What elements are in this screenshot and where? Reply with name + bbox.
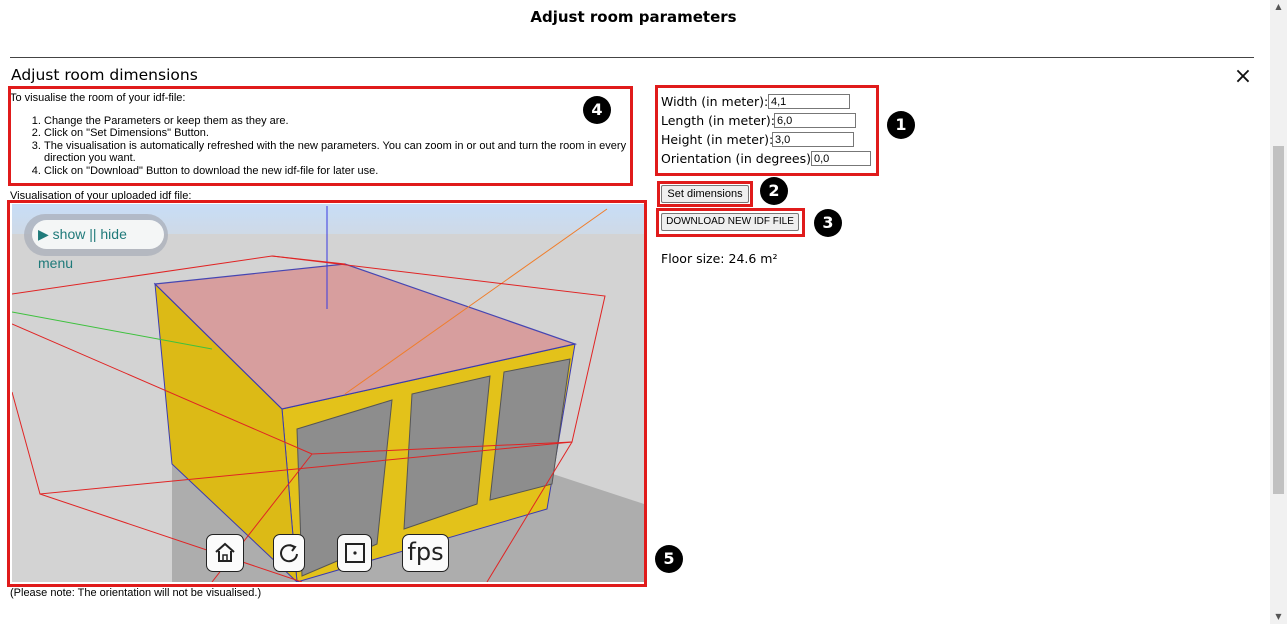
- scroll-up-icon[interactable]: ▲: [1275, 2, 1282, 11]
- set-dimensions-button[interactable]: Set dimensions: [661, 185, 749, 203]
- room-3d-viewer[interactable]: ▶ show || hide menu fps: [12, 204, 644, 582]
- length-label: Length (in meter):: [661, 113, 776, 128]
- orientation-input[interactable]: [811, 151, 871, 166]
- rotate-icon: [280, 544, 298, 563]
- menu-toggle-button[interactable]: ▶ show || hide menu: [32, 220, 164, 271]
- annotation-badge: 4: [583, 96, 611, 124]
- annotation-box-viewer: [7, 200, 647, 587]
- rotate-button[interactable]: [273, 534, 305, 572]
- instructions-steps: Change the Parameters or keep them as th…: [10, 115, 628, 178]
- width-label: Width (in meter):: [661, 94, 769, 109]
- annotation-badge: 5: [655, 545, 683, 573]
- floor-size-text: Floor size: 24.6 m²: [661, 251, 778, 266]
- instruction-step: Change the Parameters or keep them as th…: [44, 115, 628, 128]
- visualisation-label: Visualisation of your uploaded idf file:: [10, 190, 192, 202]
- title-divider: [10, 57, 1254, 58]
- center-icon: [344, 543, 365, 563]
- annotation-badge: 2: [760, 177, 788, 205]
- length-input[interactable]: [774, 113, 856, 128]
- annotation-box-parameters: [655, 85, 879, 176]
- annotation-box-set-dimensions: [657, 181, 753, 207]
- instruction-step: Click on "Download" Button to download t…: [44, 165, 628, 178]
- instruction-step: Click on "Set Dimensions" Button.: [44, 127, 628, 140]
- width-input[interactable]: [768, 94, 850, 109]
- center-button[interactable]: [337, 534, 372, 572]
- scroll-down-icon[interactable]: ▼: [1275, 612, 1282, 621]
- page-title: Adjust room parameters: [530, 8, 737, 26]
- instructions: To visualise the room of your idf-file: …: [10, 92, 628, 177]
- orientation-note: (Please note: The orientation will not b…: [10, 587, 262, 599]
- download-idf-button[interactable]: DOWNLOAD NEW IDF FILE: [661, 213, 799, 231]
- orientation-label: Orientation (in degrees):: [661, 151, 816, 166]
- menu-toggle-container: ▶ show || hide menu: [24, 214, 168, 271]
- home-button[interactable]: [206, 534, 244, 572]
- fps-button[interactable]: fps: [402, 534, 449, 572]
- height-label: Height (in meter):: [661, 132, 774, 147]
- home-icon: [215, 542, 235, 562]
- annotation-box-download: [656, 208, 805, 237]
- instructions-intro: To visualise the room of your idf-file:: [10, 92, 186, 104]
- scrollbar-thumb[interactable]: [1273, 146, 1284, 494]
- instruction-step: The visualisation is automatically refre…: [44, 140, 628, 165]
- close-icon[interactable]: ×: [1233, 64, 1253, 89]
- height-input[interactable]: [772, 132, 854, 147]
- annotation-badge: 1: [887, 111, 915, 139]
- annotation-badge: 3: [814, 209, 842, 237]
- annotation-box-instructions: [8, 86, 633, 186]
- vertical-scrollbar[interactable]: ▲ ▼: [1270, 0, 1287, 624]
- section-title: Adjust room dimensions: [11, 66, 198, 84]
